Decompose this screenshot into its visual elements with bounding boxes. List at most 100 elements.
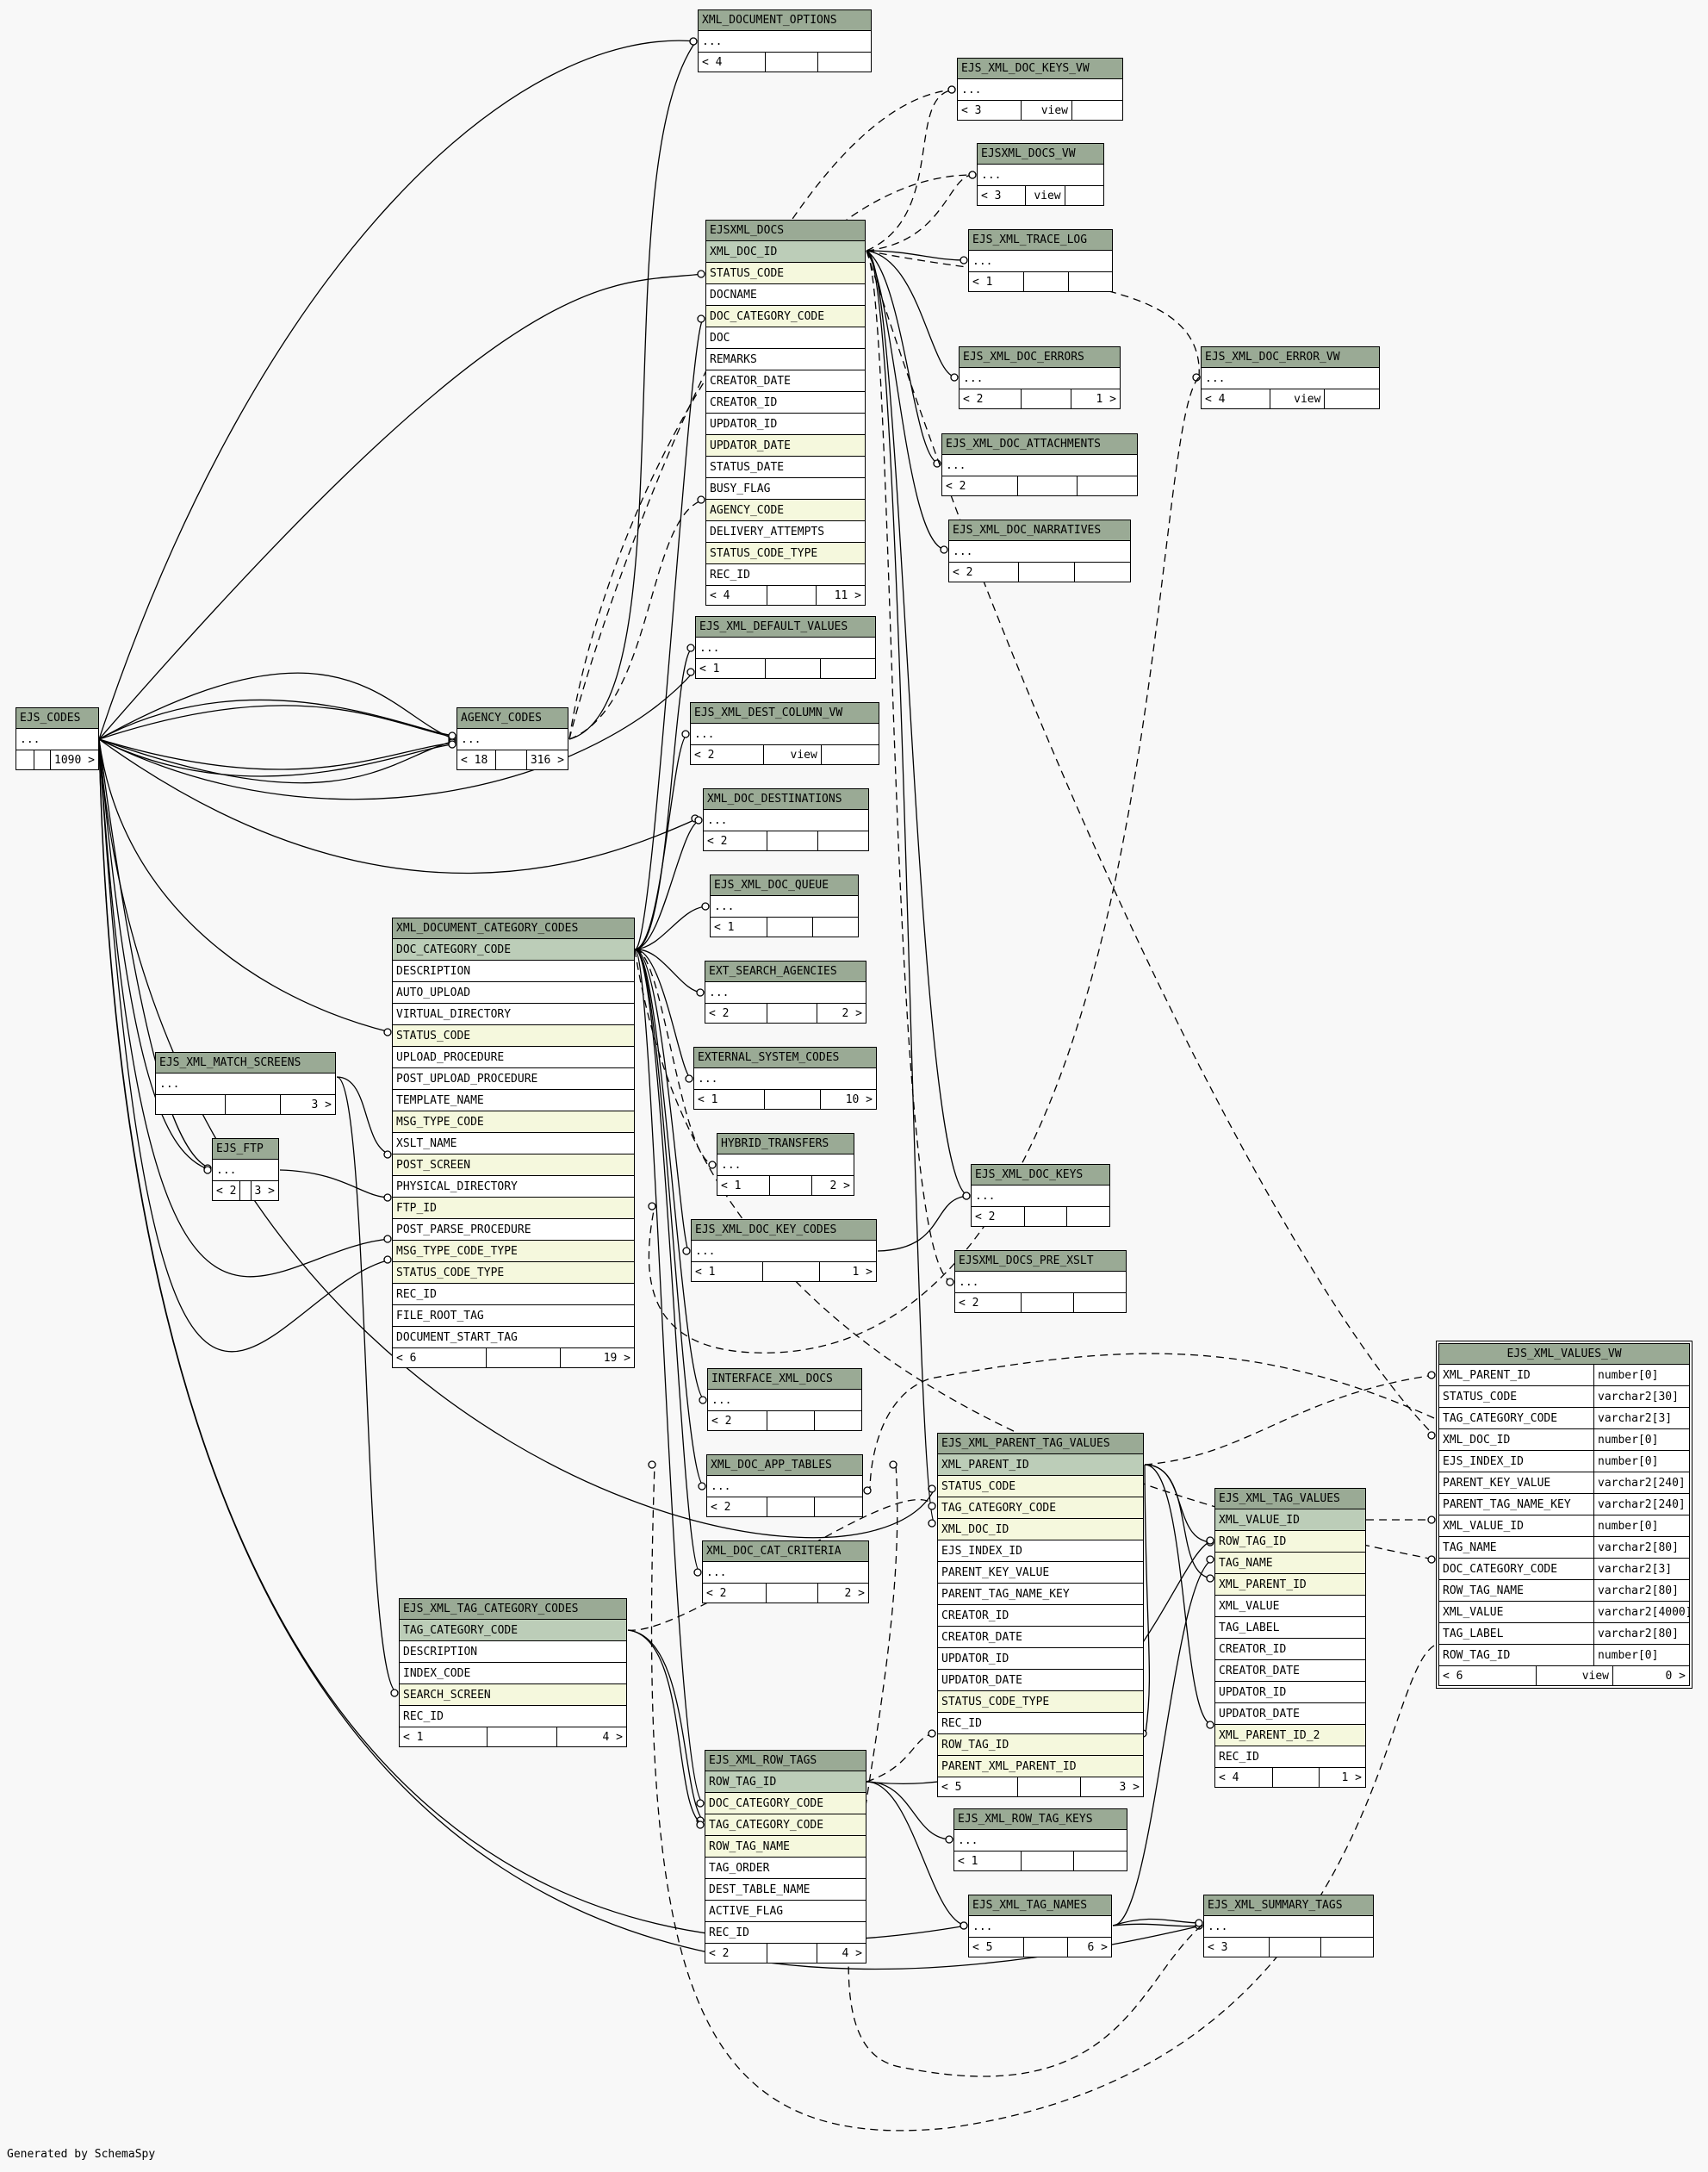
table-title[interactable]: XML_DOCUMENT_OPTIONS [699,10,871,31]
table-column[interactable]: UPDATOR_ID [1215,1682,1365,1703]
table-title[interactable]: EJS_XML_PARENT_TAG_VALUES [938,1434,1143,1454]
table-title[interactable]: EJSXML_DOCS_PRE_XSLT [955,1251,1126,1272]
table-column[interactable]: POST_PARSE_PROCEDURE [393,1219,634,1241]
table-column[interactable]: ... [707,1476,862,1497]
table-column[interactable]: STATUS_CODE_TYPE [393,1262,634,1284]
table-title[interactable]: XML_DOC_CAT_CRITERIA [703,1541,868,1562]
table-title[interactable]: EJS_XML_DOC_ERROR_VW [1202,347,1379,368]
table-title[interactable]: EJS_XML_TAG_VALUES [1215,1489,1365,1509]
table-title[interactable]: EJS_XML_MATCH_SCREENS [156,1053,335,1074]
table-column[interactable]: ... [960,368,1120,389]
table-column[interactable]: STATUS_DATE [706,457,865,478]
table-title[interactable]: EJS_XML_DOC_KEY_CODES [692,1220,876,1241]
table-xml-document-options[interactable]: XML_DOCUMENT_OPTIONS...< 4 [698,9,872,72]
table-title[interactable]: EJS_XML_DOC_KEYS_VW [958,59,1122,79]
table-title[interactable]: AGENCY_CODES [457,708,568,729]
table-title[interactable]: EJS_XML_DOC_ATTACHMENTS [942,434,1137,455]
table-column[interactable]: ROW_TAG_ID [938,1734,1143,1756]
table-column[interactable]: XML_DOC_ID [706,241,865,263]
table-ejs-xml-doc-narratives[interactable]: EJS_XML_DOC_NARRATIVES...< 2 [948,520,1131,582]
table-column[interactable]: EJS_INDEX_ID [938,1540,1143,1562]
table-ejs-xml-trace-log[interactable]: EJS_XML_TRACE_LOG...< 1 [968,229,1113,292]
table-column[interactable]: ... [942,455,1137,476]
table-column[interactable]: BUSY_FLAG [706,478,865,500]
table-ejs-xml-doc-queue[interactable]: EJS_XML_DOC_QUEUE...< 1 [710,874,859,937]
table-column[interactable]: ... [16,729,98,750]
table-column[interactable]: ... [692,1241,876,1262]
table-column[interactable]: ... [705,982,866,1004]
table-column[interactable]: ... [958,79,1122,101]
table-column[interactable]: UPDATOR_DATE [938,1670,1143,1691]
table-column[interactable]: SEARCH_SCREEN [400,1684,626,1706]
table-column[interactable]: XML_VALUE [1215,1596,1365,1617]
table-title[interactable]: EJS_XML_TAG_CATEGORY_CODES [400,1599,626,1620]
table-column[interactable]: ... [691,724,879,745]
table-column[interactable]: TAG_CATEGORY_CODE [938,1497,1143,1519]
table-column[interactable]: PARENT_KEY_VALUE [938,1562,1143,1584]
table-title[interactable]: EJS_XML_SUMMARY_TAGS [1204,1895,1373,1916]
table-column[interactable]: ... [696,638,875,659]
table-column[interactable]: ... [156,1074,335,1095]
table-column[interactable]: UPDATOR_ID [938,1648,1143,1670]
table-column[interactable]: PARENT_TAG_NAME_KEY [938,1584,1143,1605]
table-column[interactable]: UPDATOR_DATE [1215,1703,1365,1725]
table-xml-doc-destinations[interactable]: XML_DOC_DESTINATIONS...< 2 [703,788,869,851]
table-column[interactable]: STATUS_CODE_TYPE [938,1691,1143,1713]
table-ejs-xml-doc-keys[interactable]: EJS_XML_DOC_KEYS...< 2 [971,1164,1110,1227]
table-column[interactable]: ... [969,251,1112,272]
table-column[interactable]: POST_SCREEN [393,1154,634,1176]
table-title[interactable]: EJS_XML_DEFAULT_VALUES [696,617,875,638]
table-title[interactable]: EJS_XML_DOC_QUEUE [711,875,858,896]
table-column[interactable]: FTP_ID [393,1198,634,1219]
table-column[interactable]: TAG_LABEL [1215,1617,1365,1639]
table-column[interactable]: STATUS_CODE_TYPE [706,543,865,564]
table-column[interactable]: ROW_TAG_NAME [705,1836,866,1858]
table-column[interactable]: REC_ID [400,1706,626,1727]
table-title[interactable]: EJS_XML_DEST_COLUMN_VW [691,703,879,724]
table-column[interactable]: ... [213,1160,278,1181]
table-column[interactable]: DESCRIPTION [393,961,634,982]
table-title[interactable]: EJS_XML_DOC_KEYS [972,1165,1109,1186]
table-column[interactable]: ... [708,1390,861,1411]
table-title[interactable]: XML_DOCUMENT_CATEGORY_CODES [393,918,634,939]
table-column[interactable]: CREATOR_ID [1215,1639,1365,1660]
table-column[interactable]: REC_ID [1215,1746,1365,1768]
table-column[interactable]: PHYSICAL_DIRECTORY [393,1176,634,1198]
table-ejsxml-docs-pre-xslt[interactable]: EJSXML_DOCS_PRE_XSLT...< 2 [954,1250,1127,1313]
table-title[interactable]: EJSXML_DOCS_VW [978,144,1103,165]
table-column[interactable]: ... [1204,1916,1373,1938]
table-ejs-xml-doc-attachments[interactable]: EJS_XML_DOC_ATTACHMENTS...< 2 [941,433,1138,496]
table-column[interactable]: CREATOR_DATE [938,1627,1143,1648]
table-column[interactable]: UPDATOR_ID [706,414,865,435]
table-title[interactable]: EJS_FTP [213,1139,278,1160]
table-title[interactable]: XML_DOC_DESTINATIONS [704,789,868,810]
table-column[interactable]: UPLOAD_PROCEDURE [393,1047,634,1068]
table-column[interactable]: ... [717,1154,854,1176]
table-column[interactable]: TAG_NAME [1215,1553,1365,1574]
table-column[interactable]: AUTO_UPLOAD [393,982,634,1004]
table-column[interactable]: DOC_CATEGORY_CODE [705,1793,866,1814]
table-column[interactable]: ... [949,541,1130,563]
